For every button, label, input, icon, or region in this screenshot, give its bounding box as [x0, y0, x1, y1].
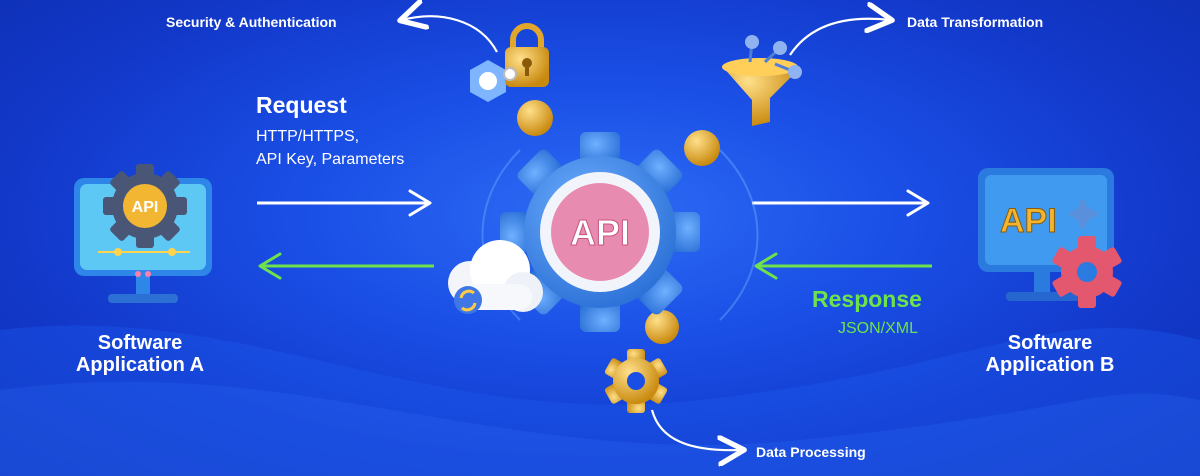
security-curve-arrow	[402, 16, 498, 53]
app-a-name-line2: Application A	[75, 354, 205, 376]
app-a-badge-text: API	[132, 199, 159, 216]
request-details: HTTP/HTTPS, API Key, Parameters	[256, 125, 404, 171]
gear-icon	[604, 349, 668, 413]
app-b-screen-text: API	[1000, 202, 1057, 240]
funnel-icon	[722, 35, 802, 126]
request-arrow-left	[257, 189, 432, 217]
security-caption: Security & Authentication	[166, 14, 337, 30]
response-format: JSON/XML	[838, 320, 919, 337]
app-b-name: Software Application B	[950, 332, 1150, 376]
monitor-icon-a: API	[74, 164, 212, 303]
orb-top-right	[684, 130, 720, 166]
transformation-caption: Data Transformation	[907, 14, 1044, 30]
request-arrow-right	[752, 189, 930, 217]
lock-icon	[470, 23, 549, 102]
app-b-name-line1: Software	[1007, 332, 1093, 354]
monitor-icon-b: API	[978, 168, 1122, 308]
app-b-name-line2: Application B	[985, 354, 1115, 376]
app-a-name-line1: Software	[97, 332, 183, 354]
request-detail-line2: API Key, Parameters	[256, 151, 405, 168]
response-arrow-left	[258, 252, 434, 280]
cloud-sync-icon	[448, 240, 543, 314]
center-api-text: API	[570, 212, 630, 253]
processing-caption: Data Processing	[756, 444, 866, 460]
request-detail-line1: HTTP/HTTPS,	[256, 128, 360, 145]
app-a-name: Software Application A	[40, 332, 240, 376]
central-api-gear: API	[500, 132, 700, 332]
response-arrow-right	[754, 252, 932, 280]
response-title: Response	[812, 286, 922, 312]
transformation-curve-arrow	[789, 19, 890, 56]
request-title: Request	[256, 92, 347, 118]
orb-top-left	[517, 100, 553, 136]
orb-bottom	[645, 310, 679, 344]
processing-curve-arrow	[650, 409, 742, 450]
